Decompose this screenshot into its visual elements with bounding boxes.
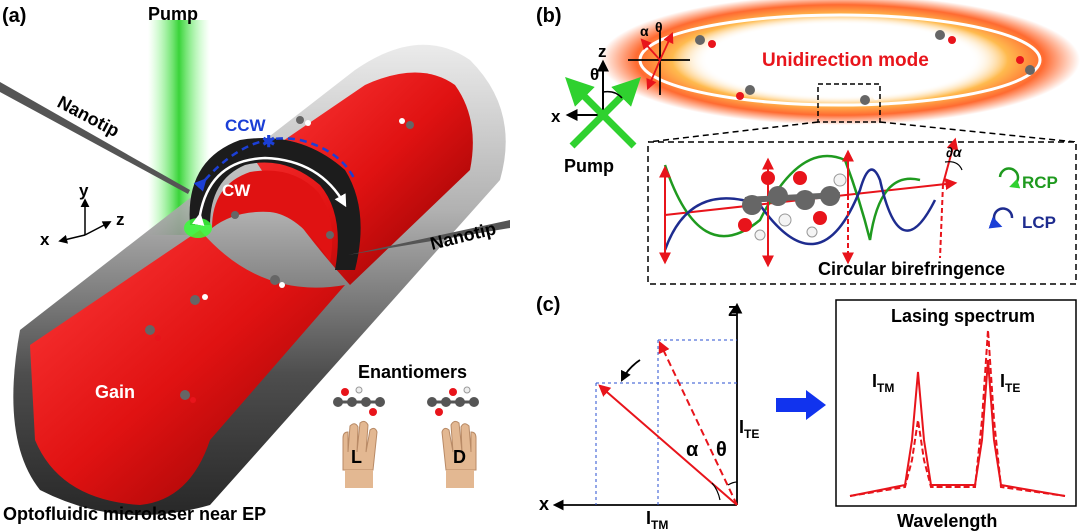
i-te-label: ITE [739,417,759,441]
spectrum-title: Lasing spectrum [891,306,1035,326]
projection-guides [595,339,737,505]
ring-label: Unidirection mode [762,50,929,71]
panel-a: (a) Pump ✱ CCW CW Nanotip Nanotip [0,4,510,524]
spectrum-solid [849,359,1066,497]
theta-arc [727,481,738,486]
peak-tm-label: ITM [872,371,894,395]
hand-d-label: D [453,447,466,467]
rotation-arrow [621,359,641,382]
cw-arc [192,156,347,226]
zoom-line-left [647,121,819,143]
panel-a-tag: (a) [2,5,26,27]
unidirection-ring-glow [600,0,1080,125]
panel-c: (c) z x α θ ITE ITM Lasing spectrum [536,294,1077,531]
panel-b-tag: (b) [536,5,562,27]
axis-y-a: y [79,181,89,200]
enantiomer-l-molecule [333,386,385,416]
enantiomers-label: Enantiomers [358,362,467,382]
pump-spot [184,218,212,238]
gain-label: Gain [95,382,135,402]
d-alpha-label: ∂α [946,144,963,160]
axis-z-a: z [116,210,125,229]
enantiomer-d-molecule [427,386,479,416]
cw-label: CW [222,181,251,200]
left-hand-icon [342,420,378,488]
nanotip-left [0,82,190,194]
pump-label-b: Pump [564,156,614,176]
ccw-label: CCW [225,116,267,135]
theta-c: θ [716,439,727,461]
gain-region [30,230,345,505]
hand-l-label: L [351,447,362,467]
panel-c-tag: (c) [536,294,560,316]
zoom-box [817,83,881,123]
axis-z-b: z [598,42,607,61]
inset-molecule [738,171,847,241]
alpha-arc [711,482,721,501]
zoom-line-right [879,121,1077,143]
spectrum-dashed [849,329,1066,497]
theta-b-small: θ [655,19,663,35]
pump-arrows [565,77,641,149]
panel-b: (b) Unidirection mode α θ [536,0,1080,285]
axes-a [58,198,112,244]
big-arrow [776,390,826,420]
nanotip-right [348,220,510,255]
spectrum-box [835,299,1077,507]
axis-x-a: x [40,230,50,249]
cross-section [189,138,361,270]
rcp-helix [663,154,921,241]
pump-label-a: Pump [148,4,198,24]
d-alpha-arc [944,161,963,171]
i-tm-label: ITM [646,508,668,531]
theta-b: θ [590,65,599,84]
rcp-label: RCP [1022,173,1058,192]
right-hand-icon [441,420,477,488]
rcp-icon [998,167,1021,189]
panel-a-caption: Optofluidic microlaser near EP [3,504,266,524]
peak-te-label: ITE [1000,371,1020,395]
inset-label: Circular birefringence [818,259,1005,279]
spectrum-xlabel: Wavelength [897,511,997,531]
ccw-arc [193,137,357,192]
pump-axes [565,59,609,121]
polarization-axis-b [628,30,690,95]
alpha-b: α [640,23,649,39]
ring-molecules [695,30,1035,105]
alpha-c: α [686,439,699,461]
vector-dashed [658,340,738,506]
ccw-star: ✱ [262,134,275,151]
lcp-icon [988,207,1014,229]
lcp-label: LCP [1022,213,1056,232]
axis-z-c: z [728,300,737,320]
molecules-a [145,116,414,403]
theta-arc-b [602,90,623,99]
axis-x-c: x [539,494,549,514]
axis-x-b: x [551,107,561,126]
